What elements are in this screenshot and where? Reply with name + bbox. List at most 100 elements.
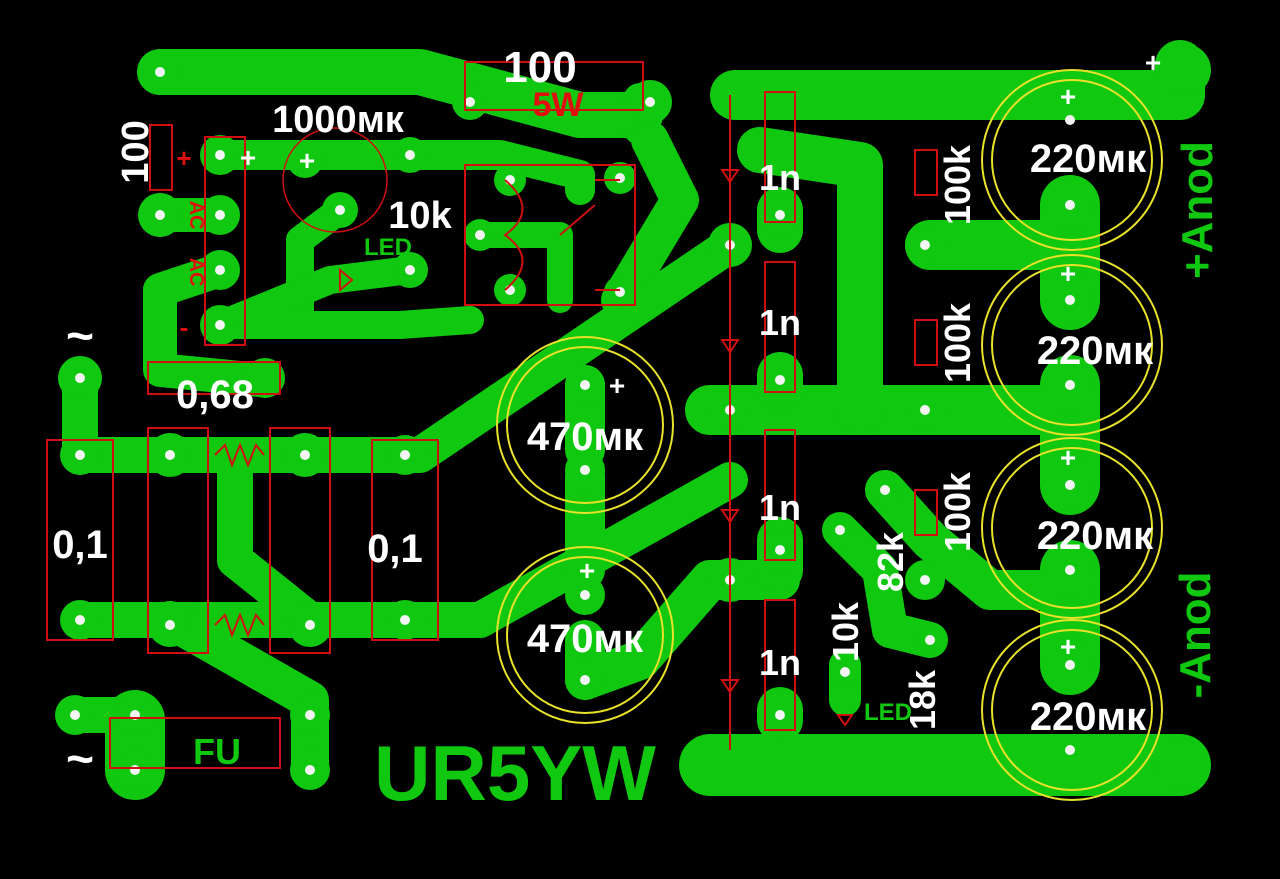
pad-bridge-3	[200, 250, 240, 290]
label-r18k: 18k	[902, 669, 943, 730]
pad-fuse-2	[115, 695, 155, 735]
pad-relay-3	[494, 274, 526, 306]
label-c470-bottom: 470мк	[527, 617, 644, 661]
silk-choke-coil-top	[214, 442, 265, 468]
ring-c220-3-outer	[981, 437, 1163, 619]
pad-068-a	[245, 358, 285, 398]
label-c-left: 0,1	[52, 523, 108, 567]
silk-100k-2	[914, 319, 938, 366]
pad-r10k-a	[392, 137, 428, 173]
silk-1n-2	[764, 261, 796, 393]
label-r-top: 100	[503, 43, 576, 92]
pad-c01-left-a	[60, 435, 100, 475]
silk-choke-left	[147, 427, 209, 654]
pad-choke-2	[283, 433, 327, 477]
pad-c470a-1	[565, 365, 605, 405]
label-r10k-b: 10k	[825, 601, 866, 662]
pad-18k-a	[914, 624, 946, 656]
silk-choke-coil-bottom	[214, 612, 265, 638]
pad-c01-left-b	[60, 600, 100, 640]
label-fuse: FU	[193, 731, 241, 772]
pad-5w-a	[452, 84, 488, 120]
pad-1n-1	[758, 193, 802, 237]
label-c220-3: 220мк	[1037, 514, 1154, 558]
silk-100k-3	[914, 489, 938, 536]
ring-c470-bottom-outer	[496, 546, 674, 724]
silk-1n-4	[764, 599, 796, 731]
label-100k-1: 100k	[937, 144, 978, 225]
capacitor-outlines	[496, 69, 1163, 801]
label-c-filter: 1000мк	[272, 99, 405, 141]
plus-sign-7: +	[1060, 442, 1076, 473]
silk-bridge	[204, 136, 246, 346]
pad-c220-4b	[1065, 745, 1075, 755]
label-r-left: 100	[115, 120, 157, 183]
trace-1n-top	[737, 127, 883, 433]
silk-r100-left	[149, 124, 173, 191]
silk-led-b	[836, 714, 854, 727]
plus-sign-9: +	[1145, 47, 1161, 78]
pad-anod-minus	[1154, 739, 1206, 791]
pad-c220-4a	[1044, 639, 1096, 691]
silk-100k-1	[914, 149, 938, 196]
silk-c01-left	[46, 439, 114, 641]
label-100k-2: 100k	[937, 302, 978, 383]
ring-c470-top-outer	[496, 336, 674, 514]
pad-82k-a	[869, 474, 901, 506]
silk-diodes	[720, 169, 740, 694]
label-led-bottom: LED	[864, 699, 912, 726]
label-1n-3: 1n	[759, 487, 801, 528]
pad-led-b	[829, 656, 861, 688]
label-c470-top: 470мк	[527, 415, 644, 459]
pad-fuse-5	[290, 750, 330, 790]
trace-82k	[865, 470, 1090, 610]
plus-sign-5: +	[1060, 81, 1076, 112]
pad-c1000-b	[322, 192, 358, 228]
label-1n-2: 1n	[759, 302, 801, 343]
pad-anod-plus	[1159, 44, 1211, 96]
plus-sign-2: +	[299, 145, 315, 176]
pad-r100-bottom	[138, 193, 182, 237]
label-ac-bottom: ~	[66, 733, 94, 786]
pad-choke-4	[288, 603, 332, 647]
silk-relay-switch	[559, 179, 620, 291]
label-ac-top: ~	[66, 310, 94, 363]
pad-r10k-b	[392, 252, 428, 288]
pad-ac-top	[58, 356, 102, 400]
pad-fuse-3	[115, 750, 155, 790]
ring-c220-2-inner	[991, 264, 1153, 426]
pad-choke-3	[148, 603, 192, 647]
silk-c1000	[282, 127, 388, 233]
trace-ac2	[143, 253, 277, 397]
silk-1n-3	[764, 429, 796, 561]
ring-c470-bottom-inner	[506, 556, 664, 714]
silk-r5w	[464, 61, 644, 111]
label-bridge-plus: +	[176, 143, 191, 173]
ring-c220-2-outer	[981, 254, 1163, 436]
pad-c220-3b	[1044, 544, 1096, 596]
label-r-top-power: 5W	[533, 86, 585, 124]
pad-c470b-1	[565, 575, 605, 615]
pad-bridge-2	[200, 195, 240, 235]
trace-choke-cross	[217, 437, 328, 638]
ring-c220-4-outer	[981, 619, 1163, 801]
pad-c220-3a	[1044, 459, 1096, 511]
labels: 100 5W 100 1000мк 10k LED 0,68 0,1 0,1 4…	[52, 43, 1222, 817]
pad-c470b-2	[565, 660, 605, 700]
pad-c220-2b	[1044, 359, 1096, 411]
silk-relay-coil	[503, 179, 524, 291]
label-anode-minus: -Anod	[1171, 571, 1220, 698]
pad-100k-1	[905, 225, 945, 265]
pad-100k-2	[905, 390, 945, 430]
pad-1n-4	[758, 693, 802, 737]
label-r-led: 10k	[388, 195, 452, 237]
trace-relay-out	[601, 121, 699, 319]
label-c220-2: 220мк	[1037, 329, 1154, 373]
trace-10k-b	[822, 512, 948, 658]
pad-r100-top	[138, 50, 182, 94]
pad-bridge-4	[200, 305, 240, 345]
label-c-film: 0,68	[176, 373, 254, 417]
trace-top-left	[137, 49, 663, 138]
ring-c470-top-inner	[506, 346, 664, 504]
